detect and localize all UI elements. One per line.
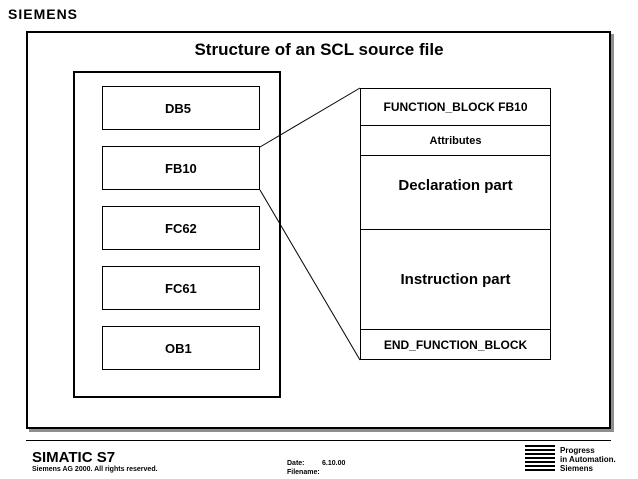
block-fc62: FC62 <box>102 206 260 250</box>
product-name: SIMATIC S7 <box>32 449 116 466</box>
fb-header-label: FUNCTION_BLOCK FB10 <box>383 100 528 114</box>
logo-line: in Automation. <box>560 455 616 464</box>
fb-footer: END_FUNCTION_BLOCK <box>361 329 550 359</box>
logo-line: Progress <box>560 446 595 455</box>
block-label: DB5 <box>165 100 192 116</box>
block-ob1: OB1 <box>102 326 260 370</box>
connector-top-line <box>259 87 361 148</box>
slide-title: Structure of an SCL source file <box>194 40 444 59</box>
copyright-text: Siemens AG 2000. All rights reserved. <box>32 466 158 473</box>
logo-tagline: Progress in Automation. Siemens <box>560 446 616 473</box>
fb-header: FUNCTION_BLOCK FB10 <box>361 89 550 125</box>
fb-attributes-label: Attributes <box>429 134 482 147</box>
source-file-box <box>73 71 281 398</box>
date-value: 6.10.00 <box>322 460 346 467</box>
block-fc61: FC61 <box>102 266 260 310</box>
block-db5: DB5 <box>102 86 260 130</box>
logo-line: Siemens <box>560 464 593 473</box>
block-label: OB1 <box>165 340 192 356</box>
fb-instruction-label: Instruction part <box>400 271 511 288</box>
siemens-brand: SIEMENS <box>8 6 79 22</box>
fb-attributes: Attributes <box>361 125 550 155</box>
block-label: FB10 <box>165 160 197 176</box>
fb-declaration-part: Declaration part <box>361 155 550 229</box>
connector-bottom-line <box>259 189 361 361</box>
siemens-stripes-icon <box>525 445 555 471</box>
footer-divider <box>26 440 611 441</box>
filename-label: Filename: <box>287 469 320 476</box>
function-block-detail: FUNCTION_BLOCK FB10 Attributes Declarati… <box>360 88 551 360</box>
block-label: FC61 <box>165 280 197 296</box>
block-fb10: FB10 <box>102 146 260 190</box>
fb-declaration-label: Declaration part <box>398 177 513 194</box>
date-label: Date: <box>287 460 305 467</box>
fb-footer-label: END_FUNCTION_BLOCK <box>383 337 528 352</box>
block-label: FC62 <box>165 220 197 236</box>
fb-instruction-part: Instruction part <box>361 229 550 329</box>
